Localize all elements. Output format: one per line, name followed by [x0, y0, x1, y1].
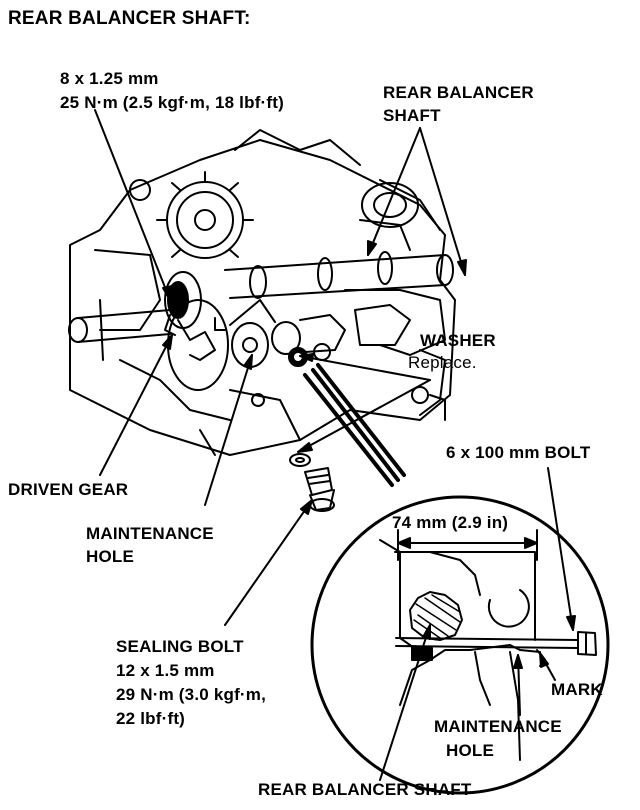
washer-label: WASHER	[420, 331, 496, 350]
maintenance-hole-drawing	[214, 299, 308, 368]
washer-note: Replace.	[408, 353, 477, 372]
detail-circle	[310, 495, 610, 795]
maintenance-hole-label-line2: HOLE	[86, 547, 135, 566]
timing-gear	[156, 171, 254, 259]
driven-gear-label: DRIVEN GEAR	[8, 480, 129, 499]
mark-label: MARK	[551, 680, 603, 699]
rear-balancer-shaft-label-line1: REAR BALANCER	[383, 83, 534, 102]
engine-block	[69, 129, 456, 456]
maintenance-hole-label-line1: MAINTENANCE	[86, 524, 214, 543]
dimension-line	[397, 529, 538, 561]
washer-drawing	[289, 453, 311, 467]
sealing-bolt-drawing	[304, 467, 335, 512]
sealing-bolt-torque-label-2: 22 lbf·ft)	[116, 709, 186, 728]
diagram-title: REAR BALANCER SHAFT:	[8, 8, 251, 29]
rear-balancer-shaft-drawing	[224, 251, 454, 299]
detail-shaft-section	[409, 591, 463, 661]
detail-rear-balancer-shaft-label: REAR BALANCER SHAFT	[258, 780, 472, 799]
detail-maintenance-hole-label-line2: HOLE	[446, 741, 495, 760]
sealing-bolt-label: SEALING BOLT	[116, 637, 244, 656]
driven-gear-drawing	[164, 271, 229, 391]
left-shaft	[68, 299, 171, 361]
idler-pulley	[129, 179, 419, 228]
leader-lines	[94, 109, 576, 781]
detail-maintenance-hole-label-line1: MAINTENANCE	[434, 717, 562, 736]
sealing-bolt-torque-label-1: 29 N·m (3.0 kgf·m,	[116, 685, 267, 704]
rear-balancer-shaft-label-line2: SHAFT	[383, 106, 441, 125]
pivot-bolt-size-label: 8 x 1.25 mm	[60, 69, 159, 88]
sealing-bolt-size-label: 12 x 1.5 mm	[116, 661, 215, 680]
projection-band	[303, 363, 406, 487]
bolt-6x100-label: 6 x 100 mm BOLT	[446, 443, 591, 462]
dimension-label: 74 mm (2.9 in)	[392, 513, 509, 532]
pivot-bolt-torque-label: 25 N·m (2.5 kgf·m, 18 lbf·ft)	[60, 93, 284, 112]
